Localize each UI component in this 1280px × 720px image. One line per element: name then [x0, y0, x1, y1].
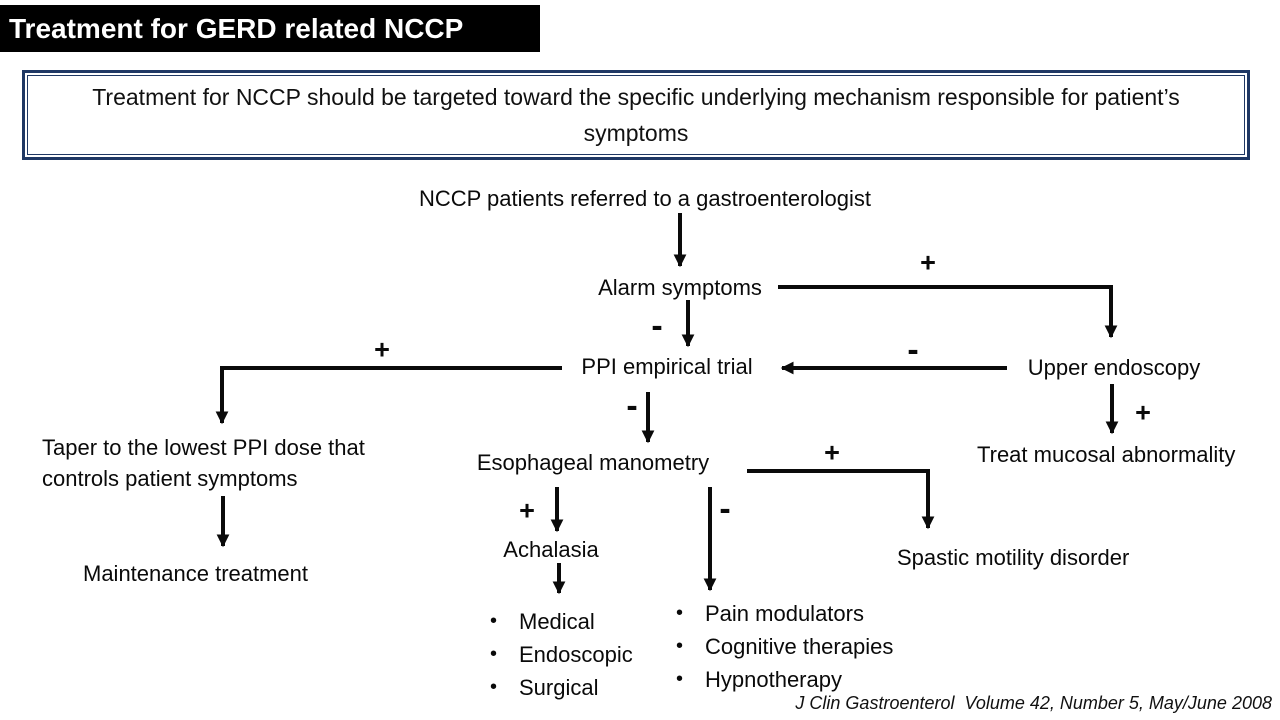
bullet-icon: • — [490, 610, 498, 632]
list-item-label: Cognitive therapies — [705, 633, 894, 659]
list-item-label: Pain modulators — [705, 600, 864, 626]
node-taper-ppi-dose: Taper to the lowest PPI dose that contro… — [42, 435, 365, 491]
slide-title: Treatment for GERD related NCCP — [0, 5, 540, 52]
list-item-label: Endoscopic — [519, 641, 633, 667]
node-treat-mucosal-abnormality: Treat mucosal abnormality — [977, 442, 1236, 467]
node-alarm-symptoms: Alarm symptoms — [598, 275, 762, 300]
list-item-label: Surgical — [519, 674, 599, 700]
node-esophageal-manometry: Esophageal manometry — [476, 450, 710, 475]
journal-citation: J Clin Gastroenterol Volume 42, Number 5… — [795, 693, 1272, 713]
list-item: • Medical — [490, 605, 633, 638]
plus-sign-manometry-to-achalasia: + — [519, 495, 535, 526]
node-achalasia: Achalasia — [503, 537, 599, 562]
achalasia-options-list: • Medical • Endoscopic • Surgical — [490, 605, 633, 704]
node-maintenance-treatment: Maintenance treatment — [83, 561, 309, 586]
list-item: • Surgical — [490, 671, 633, 704]
list-item: • Cognitive therapies — [676, 630, 893, 663]
arrow-ppi-to-taper — [215, 366, 562, 425]
arrow-manometry-to-spastic — [747, 469, 935, 530]
bullet-icon: • — [676, 668, 684, 690]
minus-sign-manometry-to-pain: - — [719, 490, 731, 528]
plus-sign-alarm-to-endoscopy: + — [920, 247, 936, 278]
list-item: • Hypnotherapy — [676, 663, 893, 696]
minus-sign-alarm-to-ppi: - — [651, 307, 663, 345]
node-spastic-motility-disorder: Spastic motility disorder — [897, 545, 1130, 570]
plus-sign-ppi-to-taper: + — [374, 334, 390, 365]
negative-manometry-options-list: • Pain modulators • Cognitive therapies … — [676, 597, 893, 696]
minus-sign-endoscopy-to-ppi: - — [907, 331, 919, 369]
list-item: • Endoscopic — [490, 638, 633, 671]
key-message-text: Treatment for NCCP should be targeted to… — [92, 84, 1180, 146]
list-item: • Pain modulators — [676, 597, 893, 630]
arrow-alarm-to-endoscopy — [778, 285, 1118, 339]
list-item-label: Medical — [519, 608, 595, 634]
node-referral: NCCP patients referred to a gastroentero… — [418, 186, 872, 211]
plus-sign-manometry-to-spastic: + — [824, 437, 840, 468]
minus-sign-ppi-to-manometry: - — [626, 387, 638, 425]
plus-sign-endoscopy-to-treat: + — [1135, 397, 1151, 428]
bullet-icon: • — [676, 602, 684, 624]
key-message-box: Treatment for NCCP should be targeted to… — [22, 70, 1250, 160]
bullet-icon: • — [490, 643, 498, 665]
bullet-icon: • — [676, 635, 684, 657]
node-upper-endoscopy: Upper endoscopy — [1027, 355, 1201, 380]
list-item-label: Hypnotherapy — [705, 666, 842, 692]
node-ppi-empirical-trial: PPI empirical trial — [581, 354, 753, 379]
bullet-icon: • — [490, 676, 498, 698]
